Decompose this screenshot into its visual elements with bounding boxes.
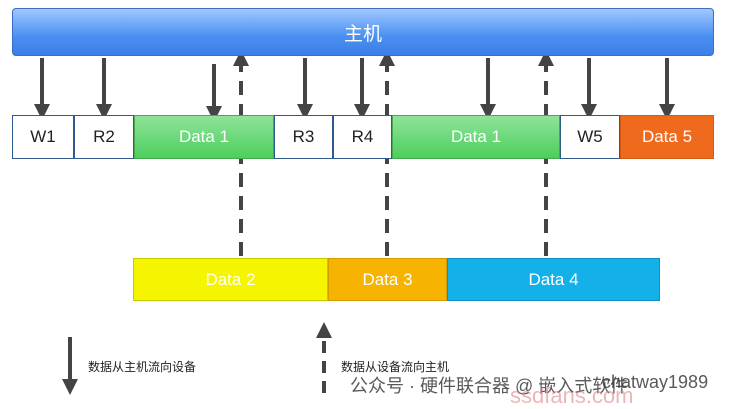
watermark-handle: chatway1989: [602, 372, 709, 392]
cell-r2: R2: [74, 115, 134, 159]
legend-device-to-host: 数据从设备流向主机: [341, 360, 450, 374]
cell-data1a: Data 1: [134, 115, 274, 159]
cell-data4: Data 4: [447, 258, 660, 301]
cell-data2: Data 2: [133, 258, 328, 301]
legend-host-to-device: 数据从主机流向设备: [88, 360, 197, 374]
cell-data3: Data 3: [328, 258, 447, 301]
cell-w5: W5: [560, 115, 620, 159]
watermark-account: 公众号 · 硬件联合器 @ 嵌入式软件: [350, 376, 629, 396]
cell-r4: R4: [333, 115, 392, 159]
host-bar: 主机: [12, 8, 714, 56]
watermark-site: ssdfans.com: [510, 383, 634, 408]
cell-data5: Data 5: [620, 115, 714, 159]
cell-r3: R3: [274, 115, 333, 159]
cell-w1: W1: [12, 115, 74, 159]
cell-data1b: Data 1: [392, 115, 560, 159]
